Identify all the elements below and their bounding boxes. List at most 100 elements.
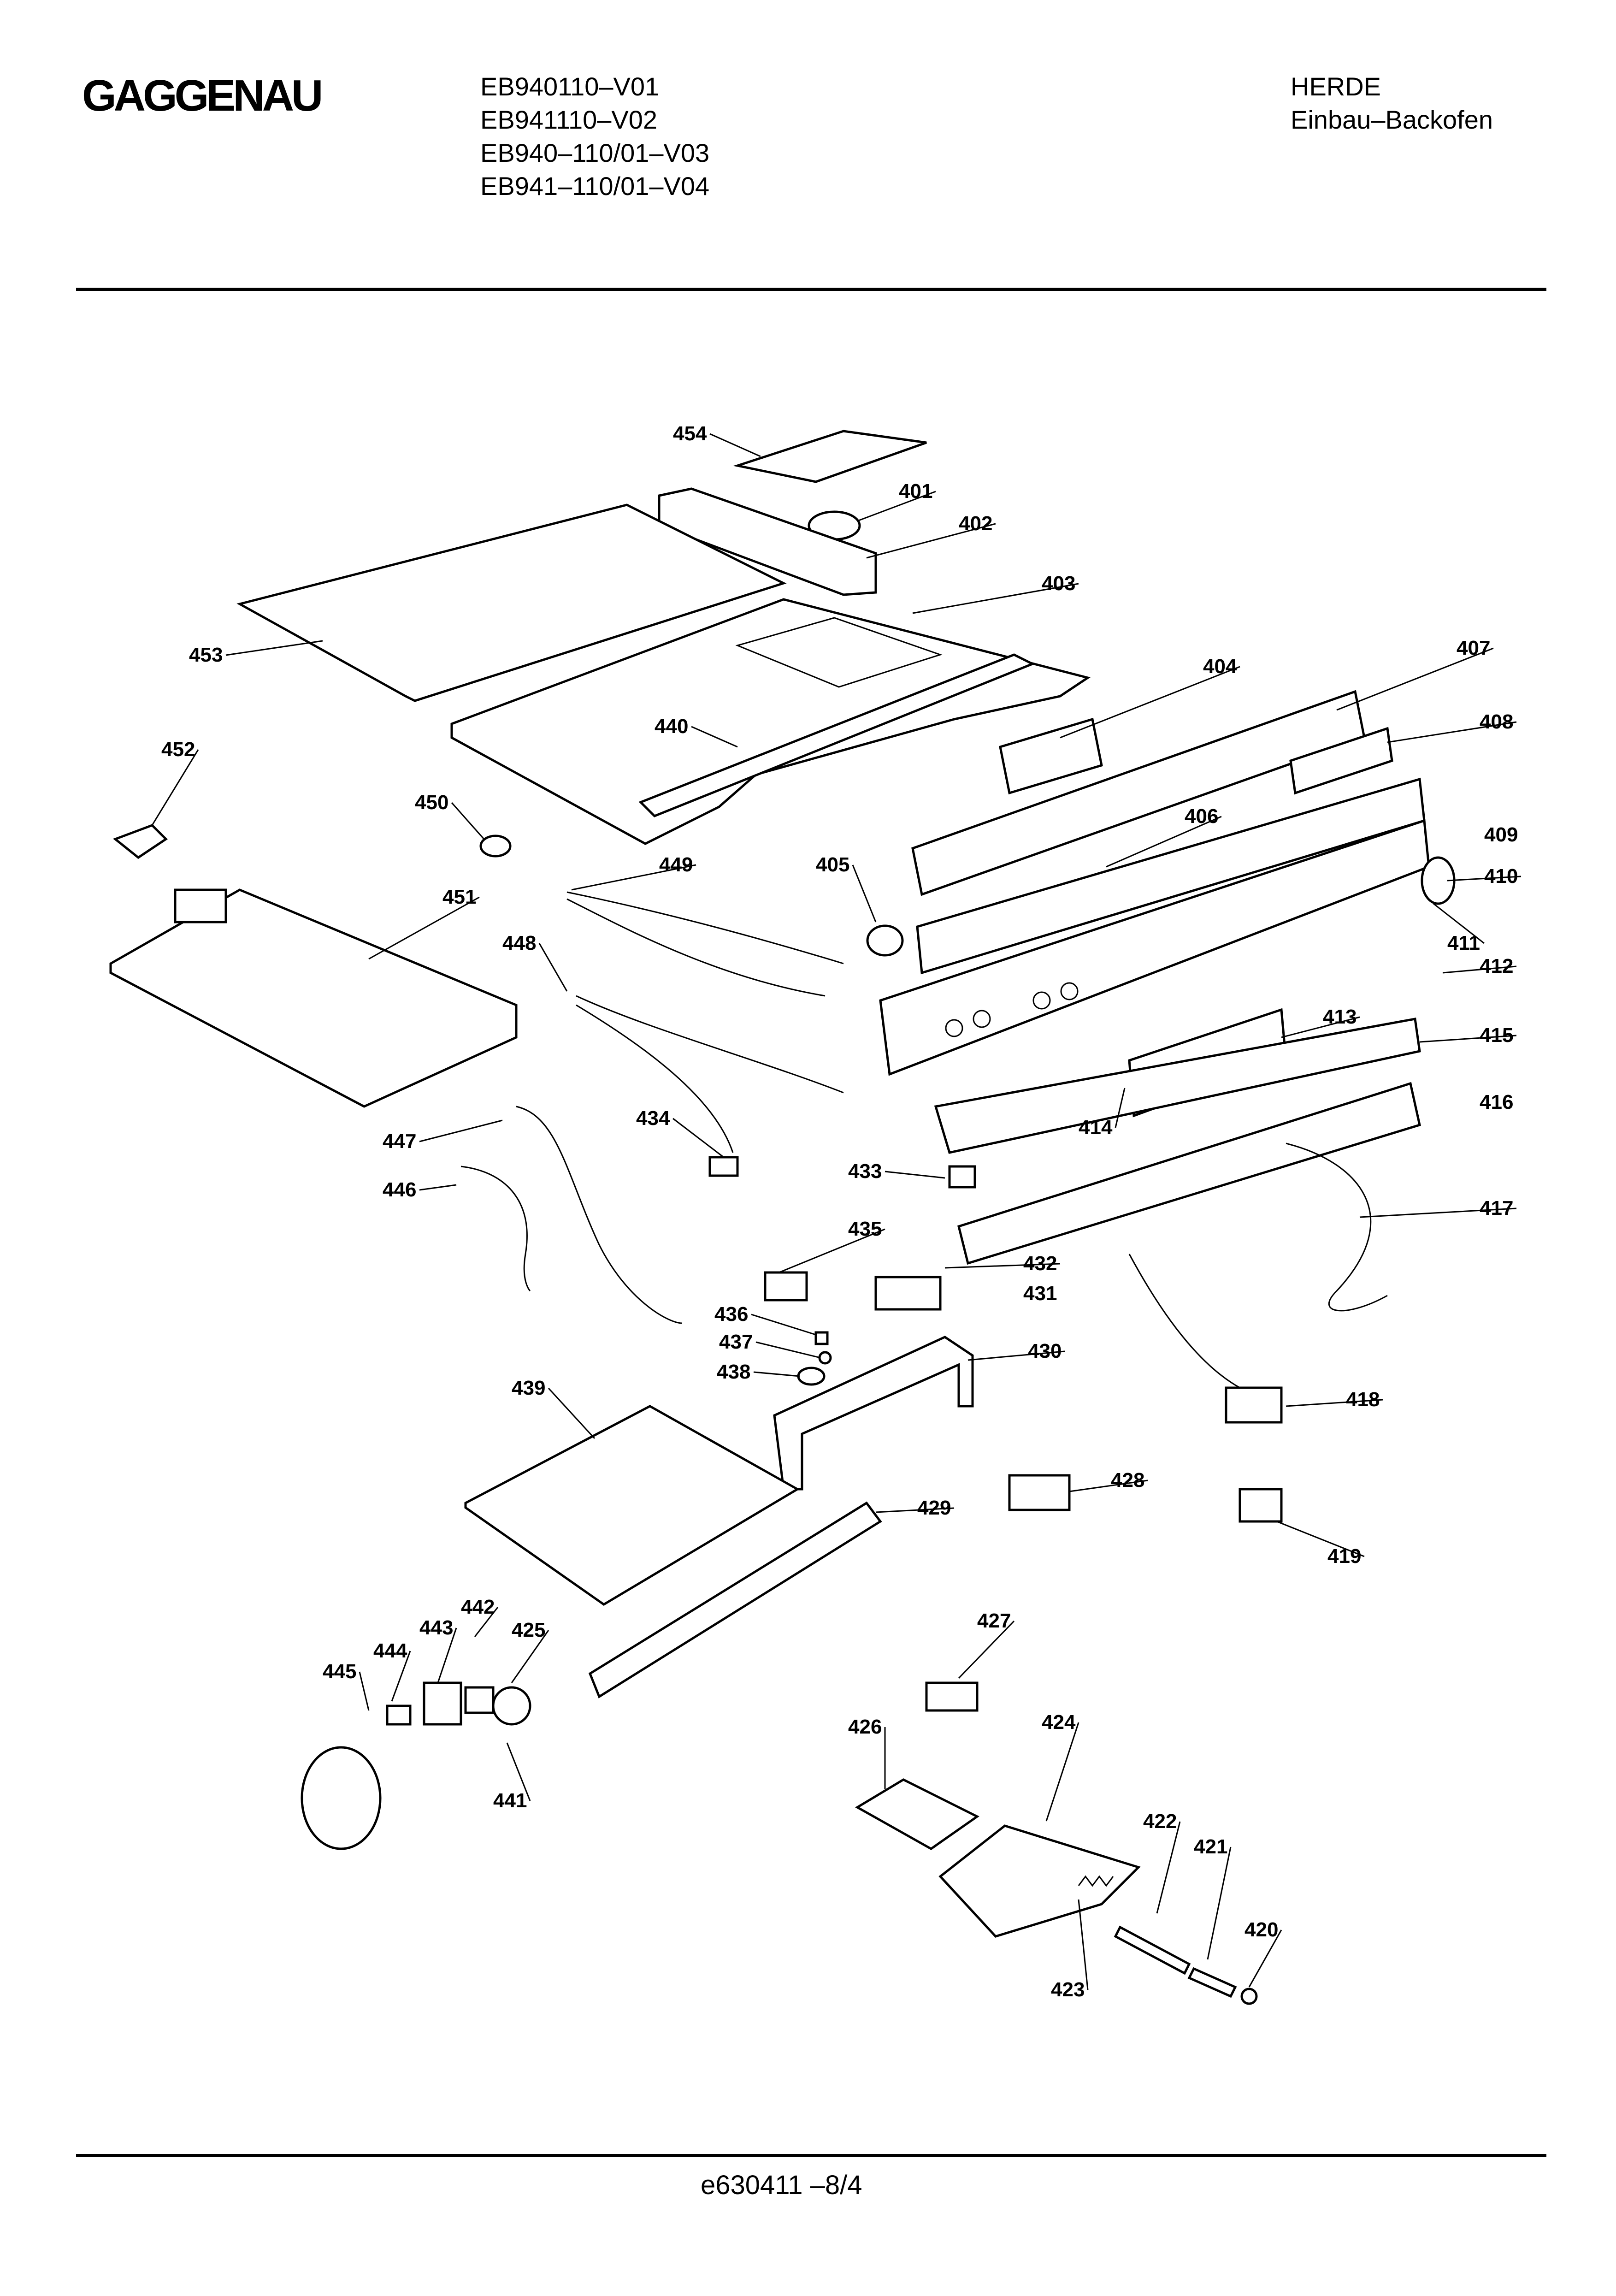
part-449-wire-harness: [566, 891, 844, 965]
model-number: EB941–110/01–V04: [480, 172, 710, 201]
part-callout-441: 441: [493, 1789, 527, 1812]
leader-line-428: [1069, 1479, 1148, 1492]
part-callout-454: 454: [673, 422, 707, 445]
leader-line-440: [691, 726, 738, 748]
leader-line-427: [958, 1620, 1015, 1679]
part-callout-452: 452: [161, 738, 195, 761]
part-callout-417: 417: [1480, 1197, 1513, 1219]
leader-line-443: [437, 1627, 457, 1683]
part-callout-428: 428: [1111, 1469, 1144, 1491]
document-number: e630411 –8/4: [701, 2170, 862, 2200]
part-callout-422: 422: [1143, 1810, 1177, 1833]
part-callout-453: 453: [189, 644, 223, 666]
part-418-sensor: [1225, 1386, 1283, 1424]
part-445-motor: [301, 1746, 382, 1850]
part-callout-410: 410: [1484, 865, 1518, 888]
knob-hole: [945, 1019, 963, 1037]
part-438-washer: [797, 1367, 826, 1386]
leader-line-433: [885, 1171, 945, 1179]
leader-line-447: [419, 1119, 503, 1142]
part-435-switch: [764, 1271, 808, 1302]
part-callout-423: 423: [1051, 1978, 1085, 2001]
part-436-spring: [814, 1331, 829, 1345]
part-408-bracket: [1289, 727, 1393, 795]
part-callout-450: 450: [415, 791, 448, 814]
leader-line-411: [1433, 903, 1485, 944]
leader-line-415: [1419, 1035, 1517, 1043]
part-443-cam-plate: [423, 1681, 462, 1726]
leader-line-444: [391, 1651, 411, 1702]
leader-line-435: [779, 1228, 885, 1273]
part-417-ribbon-cable: [1286, 1142, 1388, 1312]
part-454-cover-plate: [733, 430, 927, 483]
part-callout-449: 449: [659, 853, 693, 876]
leader-line-445: [359, 1671, 370, 1711]
part-callout-443: 443: [419, 1616, 453, 1639]
part-403-cutout: [735, 617, 943, 688]
part-callout-426: 426: [848, 1716, 882, 1738]
part-453-top-cover: [236, 503, 787, 702]
part-433-clip: [948, 1165, 976, 1189]
part-callout-405: 405: [816, 853, 849, 876]
part-415-trim-strip: [934, 1018, 1421, 1154]
part-434-terminal: [708, 1156, 739, 1177]
category-title: HERDE: [1291, 72, 1381, 101]
leader-line-422: [1156, 1821, 1181, 1914]
leader-line-439: [548, 1387, 596, 1439]
leader-line-430: [967, 1350, 1065, 1361]
part-callout-409: 409: [1484, 823, 1518, 846]
part-callout-436: 436: [714, 1303, 748, 1326]
part-428-connector: [1008, 1474, 1071, 1511]
leader-line-407: [1336, 647, 1494, 711]
leader-line-405: [852, 864, 877, 923]
part-callout-448: 448: [502, 932, 536, 954]
part-callout-430: 430: [1028, 1340, 1062, 1362]
part-448-wire-harness: [576, 995, 844, 1094]
model-number: EB941110–V02: [480, 105, 658, 134]
part-callout-408: 408: [1480, 710, 1513, 733]
part-449-wire-harness: [566, 898, 826, 997]
part-442-microswitch: [464, 1686, 495, 1714]
leader-line-417: [1359, 1207, 1517, 1218]
part-callout-444: 444: [373, 1639, 407, 1662]
knob-hole: [1060, 982, 1079, 1000]
part-429-terminal-strip: [588, 1501, 882, 1698]
part-callout-438: 438: [717, 1361, 750, 1383]
part-callout-402: 402: [959, 512, 992, 535]
leader-line-453: [225, 640, 323, 656]
part-405-knob: [866, 924, 904, 957]
leader-line-414: [1115, 1088, 1126, 1128]
part-416-lower-bar: [957, 1082, 1421, 1265]
part-callout-420: 420: [1244, 1918, 1278, 1941]
leader-line-429: [875, 1507, 955, 1513]
part-callout-413: 413: [1323, 1006, 1356, 1028]
part-callout-403: 403: [1042, 572, 1075, 595]
leader-line-450: [451, 802, 485, 840]
leader-line-424: [1045, 1722, 1079, 1822]
part-callout-434: 434: [636, 1107, 670, 1130]
leader-line-437: [755, 1341, 821, 1359]
part-callout-414: 414: [1079, 1116, 1113, 1139]
knob-hole: [1032, 991, 1051, 1010]
part-421-rod: [1187, 1967, 1237, 1998]
part-431-connector-block: [874, 1276, 942, 1311]
part-callout-425: 425: [512, 1619, 545, 1641]
part-callout-406: 406: [1185, 805, 1218, 828]
part-callout-415: 415: [1480, 1024, 1513, 1047]
part-callout-451: 451: [442, 886, 476, 908]
product-category: HERDE Einbau–Backofen: [1291, 70, 1493, 136]
part-callout-411: 411: [1447, 932, 1480, 954]
leader-line-425: [511, 1630, 549, 1683]
category-subtitle: Einbau–Backofen: [1291, 105, 1493, 134]
part-callout-433: 433: [848, 1160, 882, 1183]
leader-line-421: [1207, 1846, 1232, 1960]
part-440-rail: [638, 653, 1036, 817]
part-437-screw: [818, 1351, 832, 1365]
part-430-bracket: [773, 1336, 974, 1491]
leader-line-452: [151, 749, 199, 826]
leader-line-408: [1387, 721, 1517, 743]
part-451-circuit-board: [109, 888, 518, 1108]
part-448-wire-harness: [576, 1004, 734, 1153]
part-441-cam: [492, 1686, 531, 1726]
part-callout-427: 427: [977, 1610, 1011, 1632]
